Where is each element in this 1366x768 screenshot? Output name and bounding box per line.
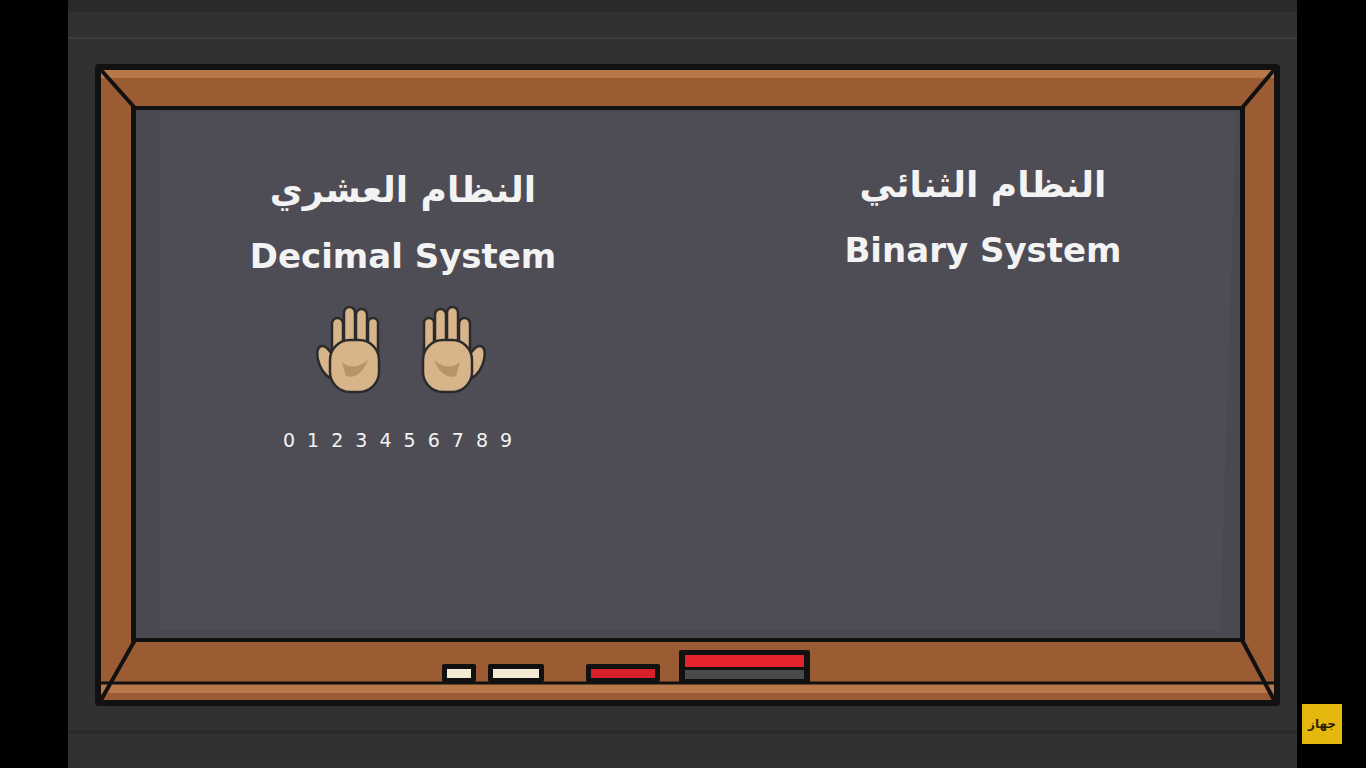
heading-arabic: النظام الثنائي [743, 163, 1223, 206]
digit-row: 0 1 2 3 4 5 6 7 8 9 [159, 429, 639, 452]
chalkboard: النظام العشري Decimal System 0 1 2 3 4 5 6… [136, 110, 1240, 638]
logo-text: جهاز [1308, 717, 1336, 731]
heading-english: Decimal System [163, 236, 643, 277]
heading-english: Binary System [743, 230, 1223, 271]
heading-arabic: النظام العشري [163, 168, 643, 211]
logo-badge: جهاز [1302, 704, 1342, 744]
